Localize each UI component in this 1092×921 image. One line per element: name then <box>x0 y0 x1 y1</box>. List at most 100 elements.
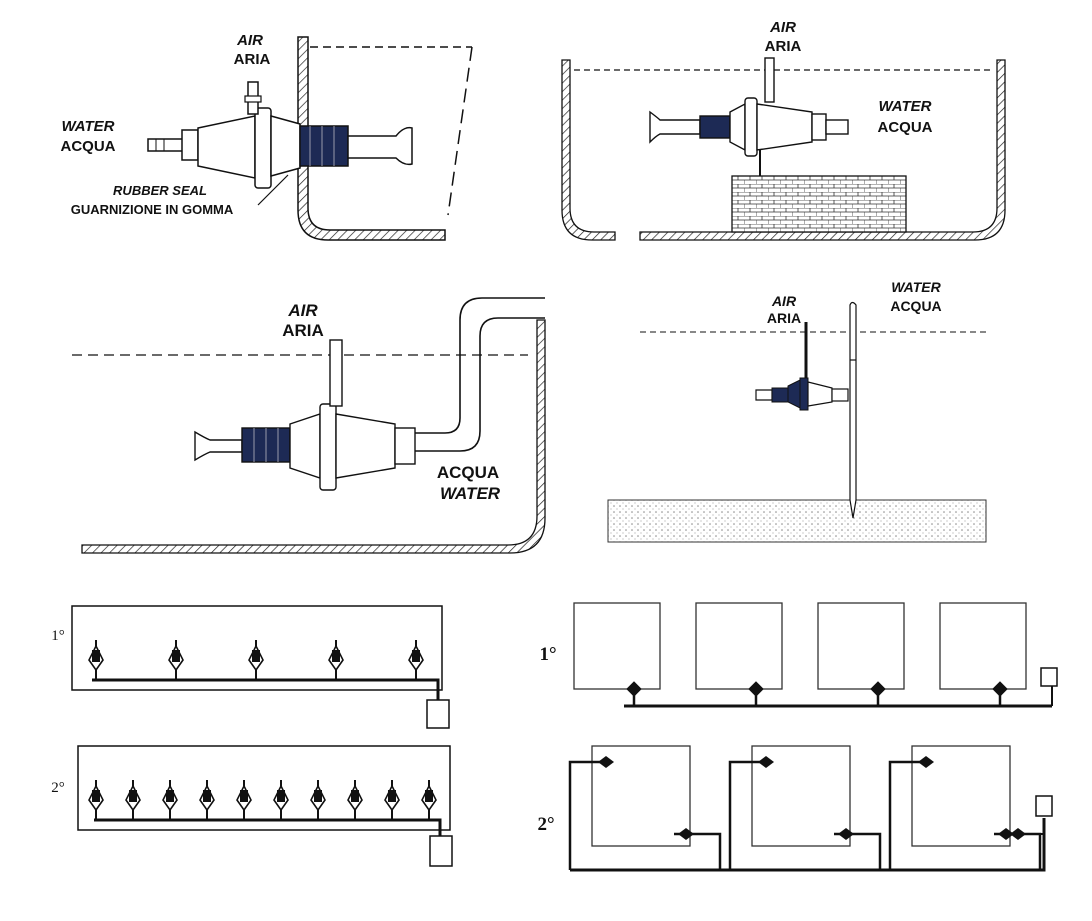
seal-label-en: RUBBER SEAL <box>113 183 207 198</box>
layout-ordinal-label: 1° <box>51 628 65 644</box>
layout-multi-tank-2: 2° <box>537 745 1053 872</box>
return-pipe <box>728 760 764 870</box>
venturi-injector-icon <box>408 640 424 680</box>
venturi-injector-icon <box>992 681 1008 697</box>
air-label-en: AIR <box>771 293 797 309</box>
water-label-en: WATER <box>440 484 501 503</box>
water-pipe-outer <box>415 297 545 434</box>
seal-label-it: GUARNIZIONE IN GOMMA <box>71 202 234 217</box>
layout-single-tank-2: 2° <box>51 745 453 867</box>
tank-unit <box>573 602 661 706</box>
water-label-en: WATER <box>891 279 941 295</box>
tank-unit <box>939 602 1027 706</box>
tank-outline <box>573 602 661 690</box>
supply-pipe <box>834 832 882 870</box>
tank-outline <box>911 745 1011 847</box>
venturi-injector-icon <box>918 756 934 768</box>
venturi-injector-icon <box>998 828 1014 840</box>
return-pipe <box>888 760 924 870</box>
air-label-it: ARIA <box>765 38 802 55</box>
panel-external-pipe: AIR ARIA ACQUA WATER <box>72 297 546 554</box>
venturi-injector-icon <box>168 640 184 680</box>
air-label-en: AIR <box>769 19 796 36</box>
water-label-it: ACQUA <box>61 138 116 155</box>
venturi-injector-icon <box>162 780 178 820</box>
venturi-injector-icon <box>421 780 437 820</box>
venturi-injector-icon <box>1010 828 1026 840</box>
layout-single-tank-1: 1° <box>51 605 450 729</box>
water-label-it: ACQUA <box>437 463 499 482</box>
venturi-injector-icon <box>649 57 849 157</box>
water-label-it: ACQUA <box>890 298 941 314</box>
tank-wall <box>297 36 446 241</box>
venturi-injector-icon <box>678 828 694 840</box>
panel-pond-stake: AIR ARIA WATER ACQUA <box>607 279 987 543</box>
tank-outline <box>751 745 851 847</box>
air-label-it: ARIA <box>234 51 271 68</box>
layout-ordinal-label: 2° <box>51 780 65 796</box>
support-block <box>731 175 907 233</box>
venturi-injector-icon <box>248 640 264 680</box>
supply-pipe <box>994 832 1042 870</box>
tank-outline <box>939 602 1027 690</box>
tank-unit <box>695 602 783 706</box>
feed-pipe <box>94 818 442 836</box>
layout-multi-tank-1: 1° <box>539 602 1058 708</box>
tank-wall <box>81 319 546 554</box>
venturi-injector-icon <box>755 377 849 411</box>
tank-outline <box>71 605 443 691</box>
pump-box-icon <box>1035 795 1053 817</box>
pump-box-icon <box>426 699 450 729</box>
venturi-injector-icon <box>838 828 854 840</box>
venturi-injector-icon <box>758 756 774 768</box>
tank-unit <box>568 745 722 870</box>
tank-unit <box>888 745 1042 870</box>
return-pipe <box>568 760 604 870</box>
pond-bottom <box>607 499 987 543</box>
venturi-injector-icon <box>748 681 764 697</box>
tank-unit <box>817 602 905 706</box>
feed-pipe <box>570 818 1046 872</box>
venturi-injector-icon <box>88 640 104 680</box>
seal-leader-line <box>257 174 289 206</box>
supply-pipe <box>674 832 722 870</box>
water-pipe-inner <box>415 317 545 452</box>
water-label-it: ACQUA <box>878 119 933 136</box>
tank-outline <box>695 602 783 690</box>
venturi-injector-icon <box>598 756 614 768</box>
panel-submerged-on-block: AIR ARIA WATER ACQUA <box>561 19 1006 241</box>
air-label-it: ARIA <box>282 321 324 340</box>
air-label-en: AIR <box>287 301 318 320</box>
tank-outline <box>817 602 905 690</box>
venturi-injector-icon <box>328 640 344 680</box>
venturi-injector-icon <box>347 780 363 820</box>
tank-outline <box>591 745 691 847</box>
panel-wall-mount: AIR ARIA WATER ACQUA RUBBER SEAL GUARNIZ… <box>61 32 473 241</box>
venturi-injector-icon <box>199 780 215 820</box>
layout-ordinal-label: 1° <box>539 644 556 665</box>
venturi-injector-icon <box>194 339 416 491</box>
venturi-injector-icon <box>626 681 642 697</box>
venturi-injector-icon <box>870 681 886 697</box>
venturi-injector-icon <box>125 780 141 820</box>
water-label-en: WATER <box>878 98 931 115</box>
layout-ordinal-label: 2° <box>537 814 554 835</box>
air-label-en: AIR <box>236 32 263 49</box>
tank-wall-right <box>639 59 1006 241</box>
venturi-injector-icon <box>310 780 326 820</box>
tank-unit <box>728 745 882 870</box>
venturi-injector-icon <box>88 780 104 820</box>
air-label-it: ARIA <box>767 310 801 326</box>
pump-box-icon <box>429 835 453 867</box>
stake-pole <box>849 301 857 519</box>
feed-pipe <box>92 678 440 700</box>
venturi-injector-icon <box>273 780 289 820</box>
tank-outline <box>77 745 451 831</box>
tank-wall-left <box>561 59 616 241</box>
tank-edge-dashed <box>447 46 473 216</box>
venturi-injector-icon <box>384 780 400 820</box>
water-label-en: WATER <box>61 118 114 135</box>
venturi-injector-icon <box>147 81 413 189</box>
